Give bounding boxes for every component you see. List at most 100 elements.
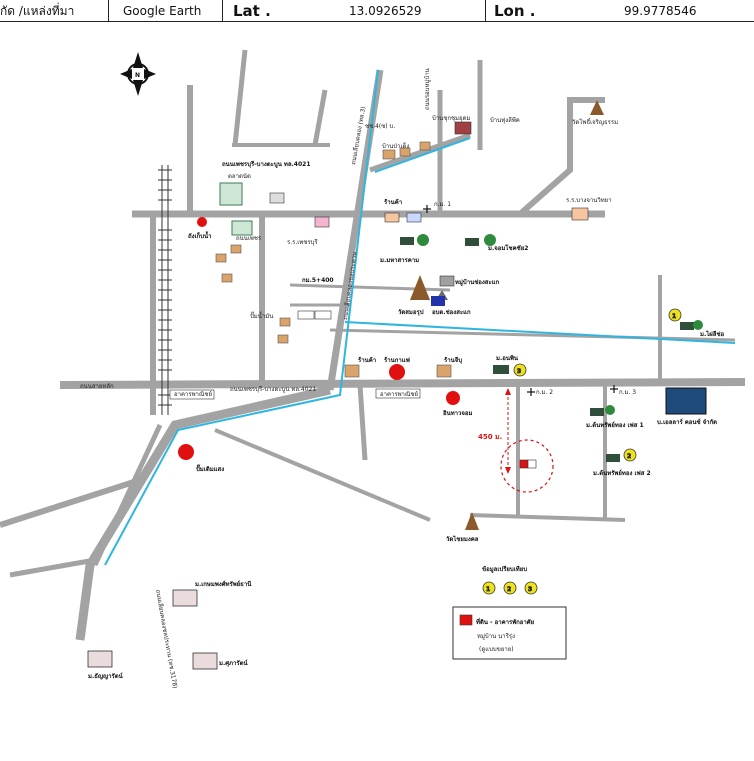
svg-text:อินทาวจอม: อินทาวจอม <box>443 409 473 417</box>
housing-icon <box>87 650 113 668</box>
road-southwest <box>75 385 331 641</box>
gas-station-icons <box>178 217 460 460</box>
svg-text:ถังเก็บน้ำ: ถังเก็บน้ำ <box>188 230 212 240</box>
housing-icon <box>192 652 218 670</box>
map-labels: ถนนเพชรบุรี-บางตะบูน ทล.4021 ตลาดนัด ถนน… <box>80 68 725 689</box>
svg-text:ถนนเพชร: ถนนเพชร <box>236 235 262 242</box>
svg-text:1: 1 <box>486 586 490 593</box>
location-label: กัด /แหล่งที่มา <box>0 3 75 18</box>
svg-text:ม.เกษมพงศ์ทรัพย์ธานี: ม.เกษมพงศ์ทรัพย์ธานี <box>195 580 252 588</box>
gas-station-icon <box>389 364 405 380</box>
marker-1 <box>668 308 682 322</box>
temple-icon <box>590 100 604 115</box>
svg-text:ปั๊มเติมแสง: ปั๊มเติมแสง <box>196 464 224 473</box>
svg-text:ม.ธัญญารัตน์: ม.ธัญญารัตน์ <box>88 672 124 680</box>
svg-text:วัดสมอรุป: วัดสมอรุป <box>398 308 424 316</box>
marker-2 <box>623 448 637 462</box>
svg-text:ก.ม. 3: ก.ม. 3 <box>619 389 636 396</box>
shop-house-icon <box>344 364 360 378</box>
car-icon <box>606 454 620 462</box>
house-icon <box>419 141 431 151</box>
building-icon <box>231 220 253 236</box>
car-icon <box>680 322 694 330</box>
car-icon <box>400 237 414 245</box>
lat-value: 13.0926529 <box>349 4 422 18</box>
house-icon <box>215 253 227 263</box>
building-icon <box>219 182 243 206</box>
svg-text:ร้านค้า: ร้านค้า <box>384 198 402 206</box>
market-label: ตลาดนัด <box>228 173 251 180</box>
tree-icon <box>417 234 429 246</box>
north-arrow-icon: N <box>120 52 156 96</box>
svg-text:ถนนสายหลัก: ถนนสายหลัก <box>80 383 114 390</box>
svg-text:วัดโพธิ์เจริญธรรม: วัดโพธิ์เจริญธรรม <box>572 117 618 126</box>
svg-text:ม.มหาสารคาม: ม.มหาสารคาม <box>380 257 419 264</box>
road-4021-label: ถนนเพชรบุรี-บางตะบูน ทล.4021 <box>222 160 311 169</box>
flag-icon <box>314 216 330 228</box>
svg-text:วัดไชยมงคล: วัดไชยมงคล <box>446 535 479 543</box>
factory-icon <box>665 387 707 415</box>
svg-text:ถนนรอบหมู่บ้าน: ถนนรอบหมู่บ้าน <box>424 68 431 110</box>
svg-text:ร้านกาแฟ: ร้านกาแฟ <box>384 356 410 364</box>
car-icon <box>465 238 479 246</box>
svg-text:2: 2 <box>507 586 511 593</box>
lat-label: Lat . <box>233 2 271 20</box>
svg-text:ถนนเพชรบุรี-บางตะบูน ทล.4021: ถนนเพชรบุรี-บางตะบูน ทล.4021 <box>230 385 316 393</box>
svg-text:ก.ม. 2: ก.ม. 2 <box>536 389 553 396</box>
house-icon <box>221 273 233 283</box>
km-markers <box>423 205 618 396</box>
svg-text:อบต.ช่องสะแก: อบต.ช่องสะแก <box>432 309 471 316</box>
pin-icon <box>197 217 207 227</box>
bus-icon <box>431 296 445 306</box>
marker-3 <box>513 363 527 377</box>
school-icon <box>384 212 400 223</box>
svg-text:3: 3 <box>517 368 521 375</box>
info-header: กัด /แหล่งที่มา Google Earth Lat . 13.09… <box>0 0 754 22</box>
svg-text:ข้อมูลเปรียบเทียบ: ข้อมูลเปรียบเทียบ <box>482 565 527 574</box>
car-icon <box>590 408 604 416</box>
lon-value: 99.9778546 <box>624 4 697 18</box>
legend-marker-1 <box>482 581 496 595</box>
svg-text:ปั๊มน้ำมัน: ปั๊มน้ำมัน <box>250 310 273 320</box>
car-icon <box>493 365 509 374</box>
house-icon <box>277 334 289 344</box>
house-icon <box>279 317 291 327</box>
svg-text:ม.จอมโชคชัย2: ม.จอมโชคชัย2 <box>488 244 528 252</box>
svg-text:ร.ร.เพชรบุรี: ร.ร.เพชรบุรี <box>287 238 318 246</box>
canal <box>104 69 736 566</box>
svg-text:อาคารพาณิชย์: อาคารพาณิชย์ <box>380 390 418 398</box>
svg-text:บ้านชุกชุมอุดม: บ้านชุกชุมอุดม <box>432 115 471 122</box>
road-label-boxes <box>169 310 421 400</box>
svg-text:กม.5+400: กม.5+400 <box>302 277 334 284</box>
lon-label: Lon . <box>494 2 536 20</box>
svg-text:450 ม.: 450 ม. <box>478 433 502 441</box>
svg-text:อาคารพาณิชย์: อาคารพาณิชย์ <box>174 390 212 398</box>
subject-circle <box>500 439 554 493</box>
school-icon <box>571 207 589 221</box>
svg-text:(ดูแบบขยาย): (ดูแบบขยาย) <box>479 646 514 653</box>
svg-text:ม.ต้นทรัพย์ทอง เฟส 2: ม.ต้นทรัพย์ทอง เฟส 2 <box>593 469 651 477</box>
svg-text:ร้านค้า: ร้านค้า <box>358 356 376 364</box>
tree-icon <box>605 405 615 415</box>
gas-station-icon <box>446 391 460 405</box>
legend-marker-2 <box>503 581 517 595</box>
shop-house-icon <box>436 364 452 378</box>
legend-swatch <box>459 614 473 626</box>
svg-text:2: 2 <box>627 453 631 460</box>
village-icons <box>400 234 703 462</box>
building-icons <box>87 121 707 670</box>
tree-icon <box>693 320 703 330</box>
shop-icon <box>454 121 472 135</box>
svg-text:1: 1 <box>672 313 676 320</box>
svg-text:N: N <box>135 72 140 79</box>
svg-text:หมู่บ้าน นารีรุ่ง: หมู่บ้าน นารีรุ่ง <box>477 632 515 640</box>
svg-text:ม.ศุภารัตน์: ม.ศุภารัตน์ <box>219 659 248 667</box>
svg-text:บ้านป่าเด็ง: บ้านป่าเด็ง <box>382 141 409 150</box>
temple-icons <box>410 100 604 530</box>
house-icon <box>399 147 411 157</box>
svg-text:ร้านจีบุ: ร้านจีบุ <box>444 356 462 364</box>
temple-icon <box>465 512 479 530</box>
gas-station-icon <box>178 444 194 460</box>
main-road-4021 <box>59 378 746 389</box>
subject-property <box>500 388 554 493</box>
